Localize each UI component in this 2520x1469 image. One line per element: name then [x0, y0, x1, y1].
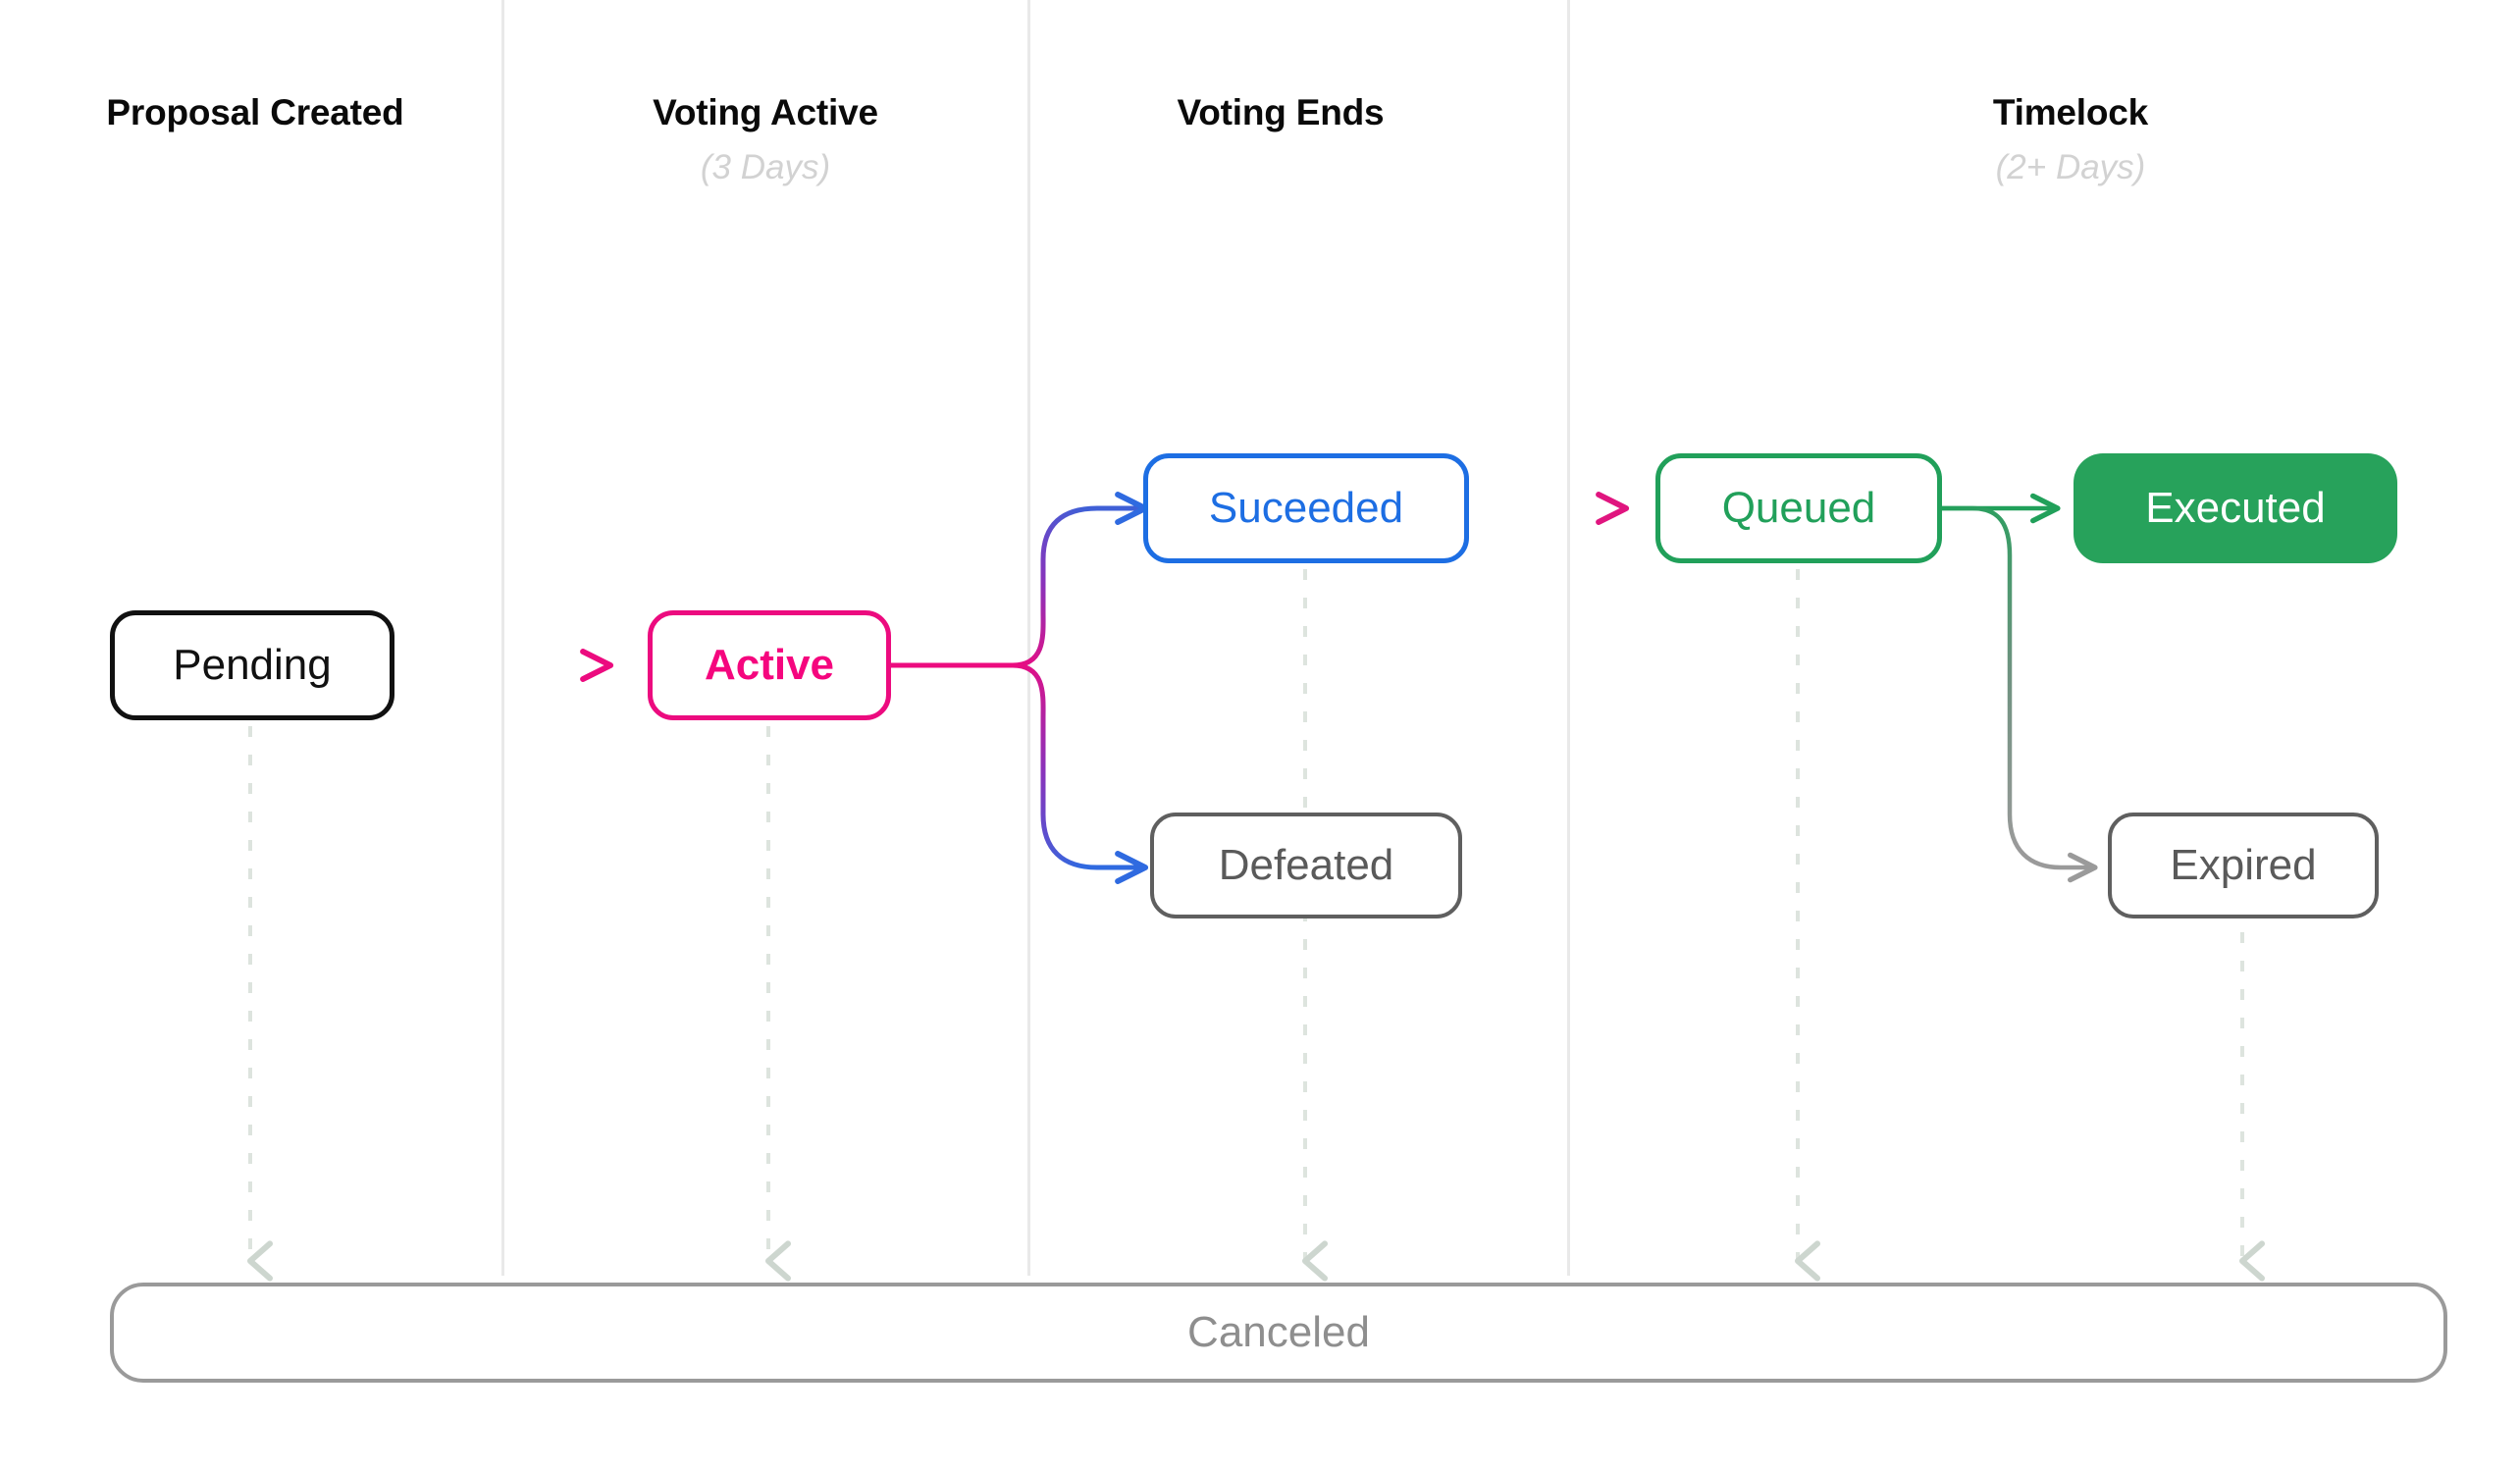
edge-queued-to-expired — [1938, 505, 2098, 883]
node-pending[interactable]: Pending — [110, 610, 394, 720]
phase-title: Proposal Created — [106, 92, 404, 132]
edge-active-to-suceeded — [1010, 492, 1149, 668]
node-expired[interactable]: Expired — [2108, 813, 2379, 918]
node-label: Expired — [2170, 841, 2317, 889]
phase-divider-1 — [501, 0, 504, 1276]
node-label: Canceled — [1187, 1308, 1370, 1356]
node-label: Pending — [173, 641, 332, 689]
phase-divider-3 — [1567, 0, 1570, 1276]
phase-header-voting-ends: Voting Ends — [1065, 92, 1496, 148]
phase-header-proposal-created: Proposal Created — [39, 92, 471, 148]
node-label: Defeated — [1218, 841, 1394, 889]
phase-title: Voting Active — [653, 92, 878, 132]
node-canceled[interactable]: Canceled — [110, 1283, 2447, 1383]
phase-subtitle: (2+ Days) — [1995, 147, 2146, 186]
edge-active-to-defeated — [1010, 662, 1149, 884]
phase-header-voting-active: Voting Active (3 Days) — [550, 92, 981, 187]
node-label: Suceeded — [1208, 484, 1404, 532]
phase-header-timelock: Timelock (2+ Days) — [1855, 92, 2286, 187]
node-defeated[interactable]: Defeated — [1150, 813, 1462, 918]
node-label: Executed — [2145, 484, 2326, 532]
phase-divider-2 — [1027, 0, 1030, 1276]
phase-title: Voting Ends — [1177, 92, 1385, 132]
phase-title: Timelock — [1992, 92, 2149, 132]
node-queued[interactable]: Queued — [1655, 453, 1942, 563]
node-label: Queued — [1721, 484, 1876, 532]
node-suceeded[interactable]: Suceeded — [1143, 453, 1469, 563]
node-active[interactable]: Active — [648, 610, 891, 720]
node-label: Active — [704, 641, 835, 689]
node-executed[interactable]: Executed — [2074, 453, 2397, 563]
phase-subtitle: (3 Days) — [700, 147, 831, 186]
